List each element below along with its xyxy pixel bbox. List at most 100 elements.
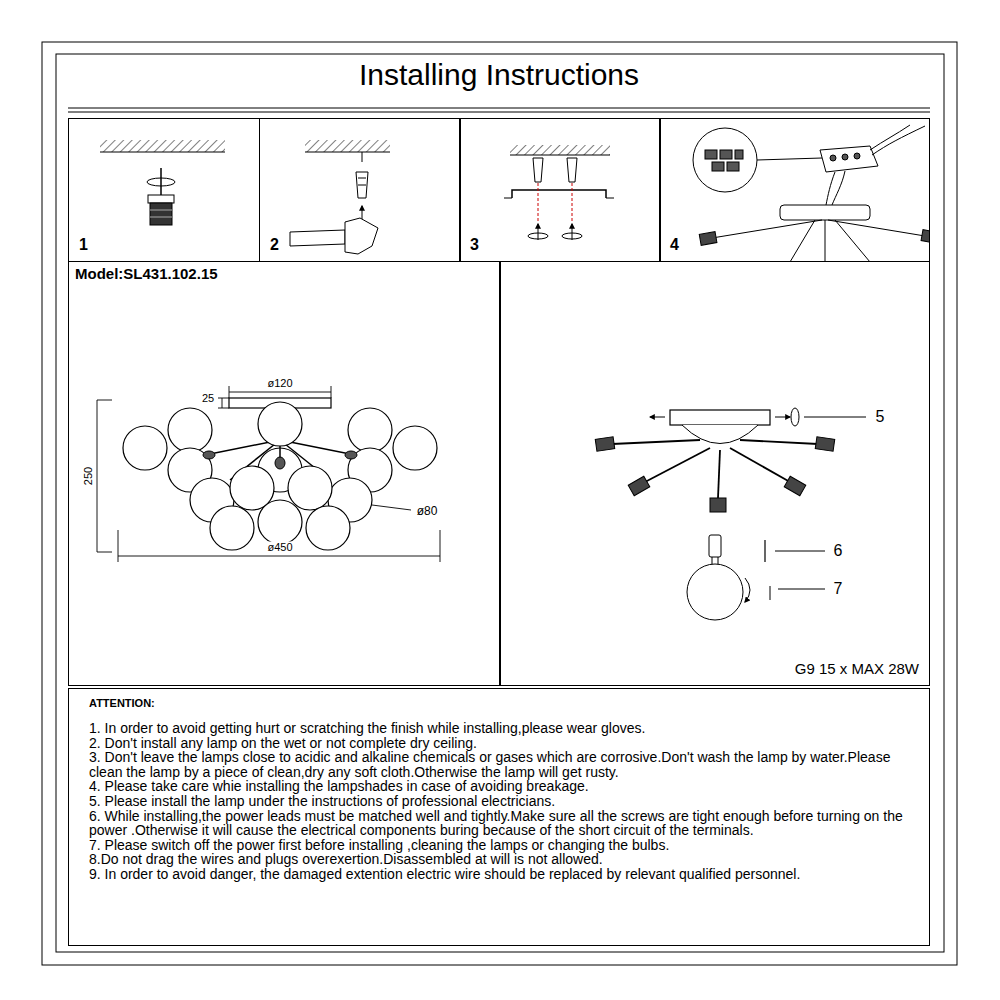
exploded-view-part-part bbox=[718, 450, 720, 498]
exploded-view-part bbox=[687, 564, 743, 620]
step-three-art-part bbox=[538, 224, 539, 240]
dimension-lines-part bbox=[118, 530, 119, 562]
sheet-frame bbox=[42, 42, 957, 965]
step-four-art-part bbox=[842, 154, 848, 160]
lamp-drawing-part-part bbox=[348, 408, 392, 452]
label-anchor: 25 bbox=[201, 393, 215, 404]
attention-item: 8.Do not drag the wires and plugs overex… bbox=[89, 852, 909, 867]
exploded-view-part-part bbox=[628, 476, 650, 495]
step-three-art-part bbox=[572, 183, 573, 222]
dimension-lines-part bbox=[372, 505, 411, 510]
callout-number: 5 bbox=[875, 409, 886, 425]
step-four-art bbox=[693, 125, 929, 261]
dimension-lines-part bbox=[97, 400, 98, 552]
step-one-art-part bbox=[148, 195, 174, 203]
step-three-art-part bbox=[504, 198, 512, 199]
dimension-lines bbox=[97, 386, 440, 562]
step-four-art-part bbox=[825, 220, 826, 261]
step-two-art-part bbox=[358, 185, 366, 186]
step-four-art-part bbox=[757, 158, 822, 160]
lamp-drawing-part-part bbox=[393, 426, 437, 470]
exploded-view-part bbox=[778, 589, 825, 590]
step-three-art-part bbox=[567, 158, 577, 182]
exploded-view-part-part bbox=[815, 437, 834, 451]
exploded-view-part bbox=[775, 417, 790, 418]
dimension-lines-part bbox=[97, 552, 112, 553]
step-three-art-part bbox=[538, 183, 539, 222]
step-one-art-part bbox=[147, 178, 175, 186]
step-three-art-part bbox=[606, 198, 614, 199]
lamp-drawing-part-part bbox=[210, 506, 254, 550]
step-number: 2 bbox=[270, 237, 279, 253]
exploded-view-part-part bbox=[710, 498, 726, 512]
exploded-view-part bbox=[670, 410, 770, 425]
step-two-art-part bbox=[290, 230, 345, 246]
exploded-view-part bbox=[804, 417, 866, 418]
step-one-art-part bbox=[100, 140, 225, 152]
attention-item: 4. Please take care whie installing the … bbox=[89, 779, 909, 794]
step-two-art-part bbox=[362, 152, 363, 162]
sheet-frame-part bbox=[68, 112, 930, 113]
attention-item: 3. Don't leave the lamps close to acidic… bbox=[89, 750, 909, 779]
exploded-view-part bbox=[595, 437, 834, 512]
attention-item: 7. Please switch off the power first bef… bbox=[89, 838, 909, 853]
lamp-drawing-part-part bbox=[258, 402, 302, 446]
step-three-art-part bbox=[572, 224, 573, 240]
parts-panel: G9 15 x MAX 28W bbox=[499, 261, 930, 686]
label-anchor: 5 bbox=[875, 409, 886, 425]
dimension-lines-part bbox=[118, 556, 440, 557]
step-three-art-part bbox=[510, 155, 610, 156]
step-panel: 4 bbox=[659, 118, 930, 262]
attention-item: 6. While installing,the power leads must… bbox=[89, 809, 909, 838]
label-anchor: ø450 bbox=[266, 542, 293, 553]
dimension-lines-part bbox=[229, 392, 331, 393]
step-four-art-part bbox=[921, 230, 929, 244]
step-two-art-part bbox=[305, 140, 390, 152]
step-three-art-part bbox=[533, 158, 543, 182]
lamp-drawing-part bbox=[203, 451, 215, 459]
exploded-view-part bbox=[612, 440, 818, 498]
lamp-drawing-part bbox=[275, 457, 285, 469]
exploded-view-part-part bbox=[612, 440, 700, 444]
dimension-label: ø450 bbox=[266, 542, 293, 553]
label-anchor: 250 bbox=[83, 466, 94, 486]
lamp-drawing-part-part bbox=[288, 466, 332, 510]
step-two-art-part bbox=[358, 178, 366, 179]
exploded-view-part-part bbox=[645, 448, 710, 482]
step-four-art-part bbox=[735, 150, 743, 159]
step-one-art-part bbox=[150, 210, 172, 211]
exploded-view-part-part bbox=[784, 476, 806, 495]
step-two-art-part bbox=[305, 152, 390, 153]
step-four-art-part bbox=[832, 171, 845, 205]
label-anchor: ø120 bbox=[266, 378, 293, 389]
step-three-art-part bbox=[512, 190, 606, 198]
exploded-view-part bbox=[745, 578, 750, 602]
step-four-art-part bbox=[854, 153, 860, 159]
dimension-panel: Model:SL431.102.15 bbox=[68, 261, 501, 686]
attention-item: 5. Please install the lamp under the ins… bbox=[89, 794, 909, 809]
dimension-lines-part bbox=[97, 400, 112, 401]
step-one-art-part bbox=[150, 203, 172, 225]
step-four-art-part bbox=[699, 232, 717, 246]
sheet-frame-part bbox=[42, 42, 957, 965]
dimension-lines-part bbox=[222, 398, 223, 408]
dimension-label: 25 bbox=[201, 393, 215, 404]
dimension-lines-part bbox=[218, 408, 229, 409]
lamp-drawing-part bbox=[345, 451, 357, 459]
step-four-art-part bbox=[705, 150, 717, 159]
dimension-label: ø80 bbox=[416, 505, 439, 517]
lamp-drawing-part-part bbox=[168, 408, 212, 452]
step-four-art-part bbox=[712, 162, 724, 171]
callout-number: 6 bbox=[833, 543, 844, 559]
bulb-spec: G9 15 x MAX 28W bbox=[795, 660, 919, 677]
step-number: 1 bbox=[79, 237, 88, 253]
step-four-art-part bbox=[872, 126, 925, 155]
exploded-view-part bbox=[650, 417, 665, 418]
model-number: Model:SL431.102.15 bbox=[75, 265, 218, 282]
exploded-view-part bbox=[764, 540, 765, 562]
step-two-art-part bbox=[356, 172, 368, 198]
exploded-view bbox=[595, 408, 866, 620]
dimension-lines-part bbox=[229, 386, 230, 398]
step-four-art-part bbox=[790, 220, 815, 261]
